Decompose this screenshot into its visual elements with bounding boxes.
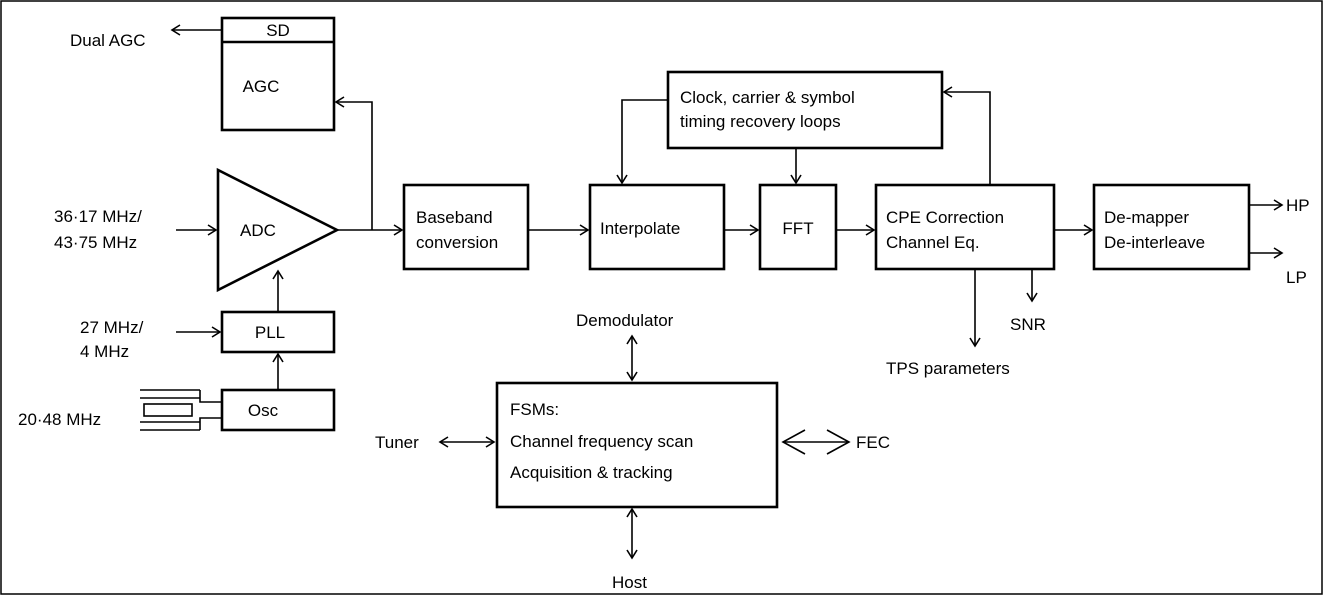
cpe-to-recovery-feedback — [942, 86, 991, 185]
adc-to-baseband-arrow — [337, 224, 404, 236]
demapper-box — [1092, 183, 1251, 271]
cpe-to-demapper-arrow — [1054, 224, 1094, 236]
if-input-label-1: 36·17 MHz/ — [54, 207, 142, 226]
fec-label: FEC — [856, 433, 890, 452]
ref-clock-label-2: 4 MHz — [80, 342, 129, 361]
lp-label: LP — [1286, 268, 1307, 287]
tuner-label: Tuner — [375, 433, 419, 452]
fsm-label-3: Acquisition & tracking — [510, 463, 673, 482]
fsm-box — [495, 381, 779, 509]
fec-link — [781, 429, 851, 455]
tps-label: TPS parameters — [886, 359, 1010, 378]
fsm-block: FSMs: Channel frequency scan Acquisition… — [495, 381, 779, 509]
agc-label: AGC — [243, 77, 280, 96]
pll-to-adc-arrow — [272, 269, 284, 312]
demapper-label-2: De-interleave — [1104, 233, 1205, 252]
osc-block: Osc — [220, 388, 336, 432]
fft-block: FFT — [758, 183, 838, 271]
demodulator-label: Demodulator — [576, 311, 674, 330]
host-link — [626, 507, 638, 560]
osc-to-pll-arrow — [272, 352, 284, 390]
interpolate-box — [588, 183, 726, 271]
pll-block: PLL — [220, 310, 336, 354]
recovery-to-fft-arrow — [790, 148, 802, 185]
if-input-label-2: 43·75 MHz — [54, 233, 137, 252]
recovery-to-interpolate-arrow — [616, 99, 668, 185]
ref-clock-arrow — [176, 326, 222, 338]
fsm-label-2: Channel frequency scan — [510, 432, 693, 451]
tuner-link — [438, 436, 496, 448]
interpolate-to-fft-arrow — [724, 224, 760, 236]
snr-label: SNR — [1010, 315, 1046, 334]
hp-label: HP — [1286, 196, 1310, 215]
baseband-box — [402, 183, 530, 271]
osc-label: Osc — [248, 401, 279, 420]
recovery-label-1: Clock, carrier & symbol — [680, 88, 855, 107]
adc-to-agc-feedback — [334, 96, 373, 230]
lp-output-arrow — [1249, 247, 1284, 259]
fft-to-cpe-arrow — [836, 224, 876, 236]
dual-agc-arrow — [170, 24, 222, 36]
adc-block: ADC — [216, 167, 340, 293]
cpe-label-2: Channel Eq. — [886, 233, 980, 252]
ref-clock-label-1: 27 MHz/ — [80, 318, 144, 337]
cpe-box — [874, 183, 1056, 271]
adc-label: ADC — [240, 221, 276, 240]
recovery-box — [666, 70, 944, 150]
sd-label: SD — [266, 21, 290, 40]
crystal-label: 20·48 MHz — [18, 410, 101, 429]
recovery-label-2: timing recovery loops — [680, 112, 841, 131]
cpe-label-1: CPE Correction — [886, 208, 1004, 227]
agc-box — [220, 16, 336, 132]
sd-agc-block: SD AGC — [220, 16, 336, 132]
baseband-label-1: Baseband — [416, 208, 493, 227]
snr-output-arrow — [1026, 269, 1038, 303]
fsm-label-1: FSMs: — [510, 400, 559, 419]
demapper-label-1: De-mapper — [1104, 208, 1189, 227]
demodulator-link — [626, 334, 638, 382]
host-label: Host — [612, 573, 647, 592]
fft-box — [758, 183, 838, 271]
hp-output-arrow — [1249, 199, 1284, 211]
interpolate-block: Interpolate — [588, 183, 726, 271]
tps-output-arrow — [969, 269, 981, 348]
baseband-label-2: conversion — [416, 233, 498, 252]
demapper-block: De-mapper De-interleave — [1092, 183, 1251, 271]
recovery-block: Clock, carrier & symbol timing recovery … — [666, 70, 944, 150]
pll-label: PLL — [255, 323, 285, 342]
dual-agc-label: Dual AGC — [70, 31, 146, 50]
adc-triangle — [216, 167, 340, 293]
interpolate-label: Interpolate — [600, 219, 680, 238]
baseband-to-interpolate-arrow — [528, 224, 590, 236]
fft-label: FFT — [782, 219, 813, 238]
baseband-block: Baseband conversion — [402, 183, 530, 271]
crystal-icon — [140, 389, 222, 431]
if-input-arrow — [176, 224, 218, 236]
cpe-block: CPE Correction Channel Eq. — [874, 183, 1056, 271]
